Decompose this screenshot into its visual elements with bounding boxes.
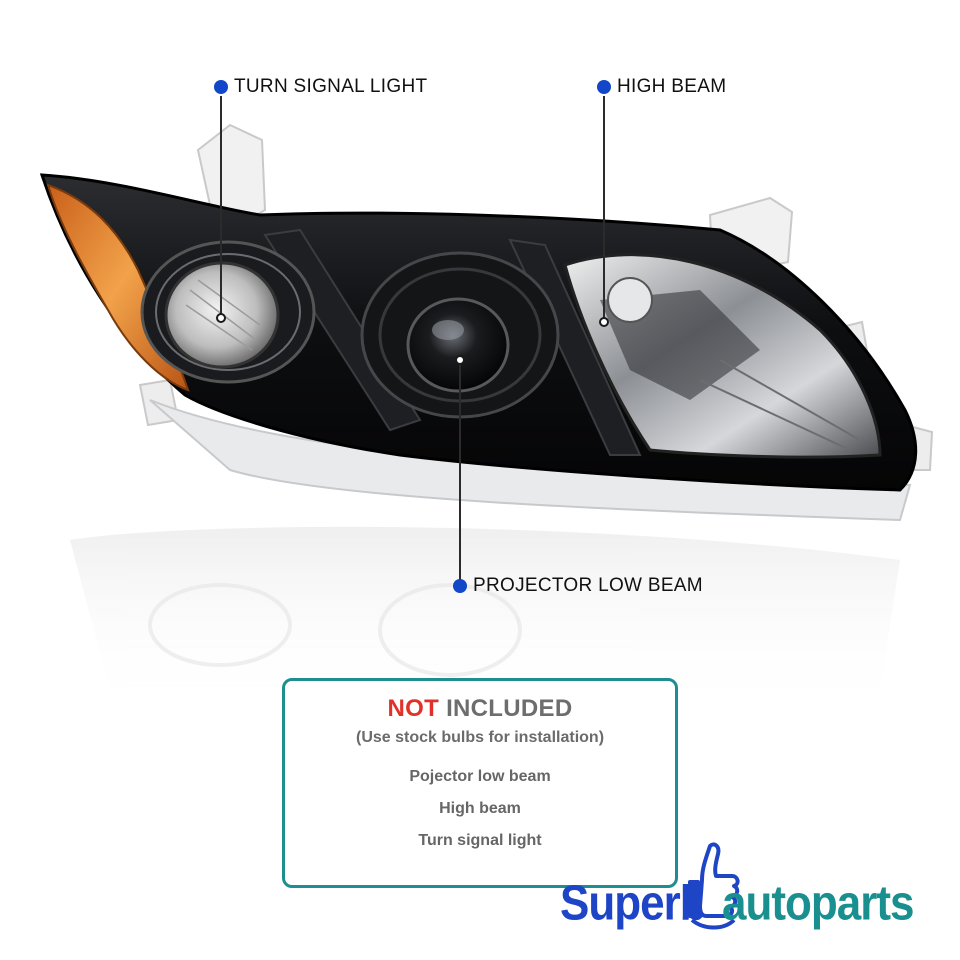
not-included-box: NOT INCLUDED (Use stock bulbs for instal… [282, 678, 678, 888]
callout-projector-low-beam: PROJECTOR LOW BEAM [453, 575, 703, 597]
not-included-title: NOT INCLUDED [285, 695, 675, 723]
callout-dot-icon [453, 579, 467, 593]
callout-leader-lines [220, 96, 605, 584]
not-included-list: Pojector low beam High beam Turn signal … [285, 761, 675, 857]
logo-text-superb: Superb [560, 876, 707, 931]
not-word: NOT [387, 695, 440, 722]
included-word: INCLUDED [446, 695, 573, 722]
brand-logo: Superb autoparts [560, 838, 940, 938]
high-beam-lamp [563, 253, 882, 459]
floor-reflection [70, 526, 900, 713]
callout-turn-signal-label: TURN SIGNAL LIGHT [234, 76, 428, 97]
list-item: Turn signal light [418, 832, 542, 849]
list-item: Pojector low beam [409, 768, 551, 785]
callout-projector-low-beam-label: PROJECTOR LOW BEAM [473, 575, 703, 596]
callout-high-beam: HIGH BEAM [597, 76, 726, 98]
callout-turn-signal: TURN SIGNAL LIGHT [214, 76, 427, 98]
turn-signal-lamp [140, 240, 316, 384]
callout-dot-icon [597, 80, 611, 94]
callout-dot-icon [214, 80, 228, 94]
list-item: High beam [439, 800, 521, 817]
callout-high-beam-label: HIGH BEAM [617, 76, 727, 97]
logo-text-autoparts: autoparts [722, 876, 914, 931]
not-included-subtitle: (Use stock bulbs for installation) [355, 729, 605, 746]
thumbs-up-icon [688, 842, 740, 930]
